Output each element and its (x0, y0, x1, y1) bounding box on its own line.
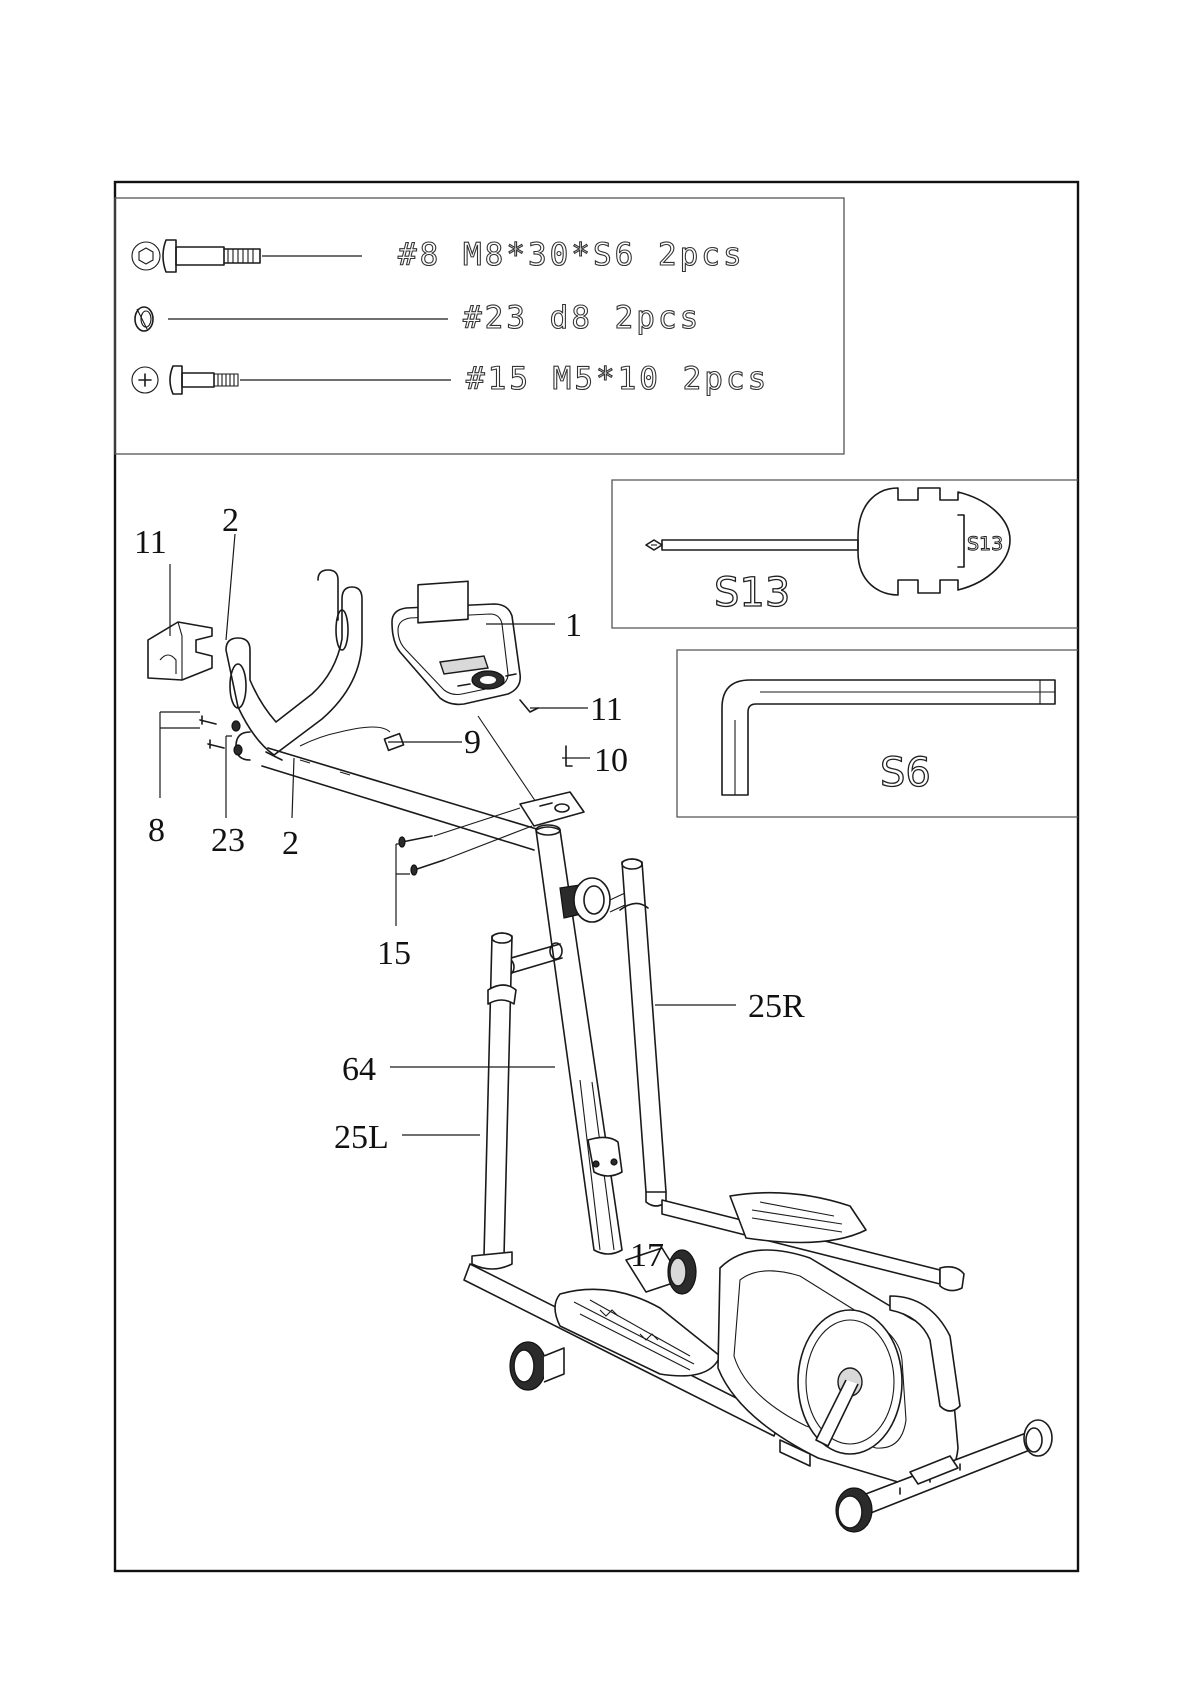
hardware-washer-d8-label: #23 d8 2pcs (463, 300, 701, 336)
part-25R-right-arm (620, 859, 666, 1206)
flywheel-housing (718, 1250, 960, 1488)
part-2-handlebar (226, 570, 404, 760)
callout-8: 8 (148, 812, 165, 849)
part-25L-left-arm (472, 933, 516, 1269)
console-wire (478, 700, 572, 808)
part-11-clip (148, 622, 212, 680)
bolt-m8-icon (132, 240, 260, 272)
left-front-roller (510, 1342, 564, 1390)
callout-11-wire: 11 (590, 691, 623, 728)
allen-key-panel: S6 (677, 650, 1078, 817)
callout-11-clip: 11 (134, 524, 167, 561)
part-15-screws (399, 808, 532, 875)
wrench-label: S13 (714, 570, 790, 616)
screw-m5-icon (132, 366, 238, 394)
callout-10: 10 (594, 742, 628, 779)
wrench-box (612, 480, 1078, 628)
part-10-mount-plate (520, 792, 584, 826)
callout-1-console: 1 (565, 607, 582, 644)
wrench-head-label: S13 (967, 533, 1003, 555)
callout-25R: 25R (748, 988, 805, 1025)
callout-2-top: 2 (222, 502, 239, 539)
allen-key-label: S6 (880, 750, 931, 796)
callout-64: 64 (342, 1051, 376, 1088)
washer-d8-icon (135, 307, 153, 331)
callout-17: 17 (630, 1237, 664, 1274)
part-8-23-screws (200, 716, 242, 755)
callout-2-bottom: 2 (282, 825, 299, 862)
part-1-console (392, 581, 520, 704)
allen-key-box (677, 650, 1078, 817)
wrench-panel: S13 S13 (612, 480, 1078, 628)
callout-15: 15 (377, 935, 411, 972)
callout-25L: 25L (334, 1119, 389, 1156)
callout-23: 23 (211, 822, 245, 859)
hardware-screw-m5-label: #15 M5*10 2pcs (466, 361, 769, 397)
hardware-panel: #8 M8*30*S6 2pcs #23 d8 2pcs #15 M5*10 2… (115, 198, 844, 454)
wrench-s13-icon (646, 488, 1010, 595)
handlebar-cross-tube (262, 748, 540, 850)
hardware-bolt-m8-label: #8 M8*30*S6 2pcs (398, 237, 745, 273)
callout-9: 9 (464, 724, 481, 761)
